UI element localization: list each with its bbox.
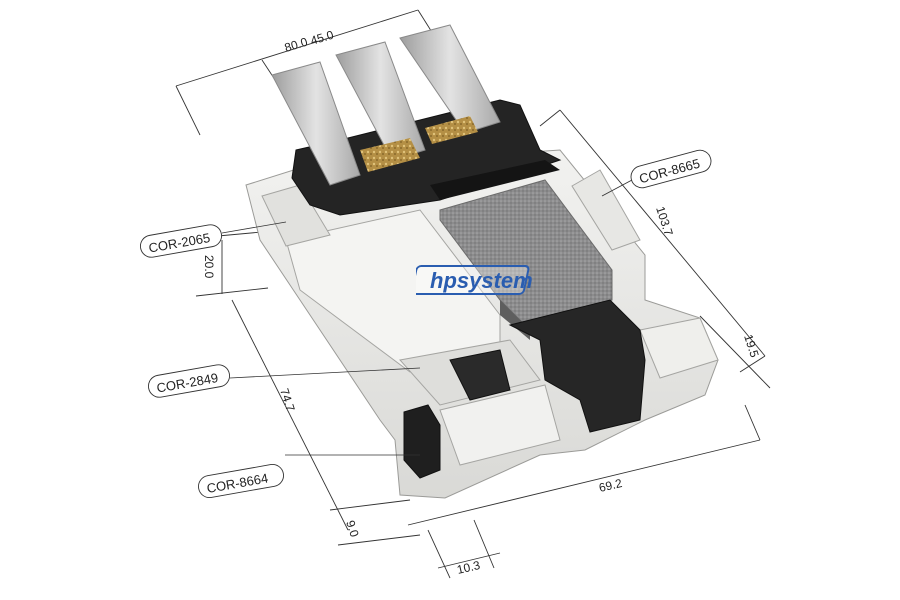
hpsystem-logo: hpsystem bbox=[416, 265, 533, 295]
glass-pane-3 bbox=[399, 24, 501, 134]
thermal-break-bottom bbox=[508, 299, 646, 433]
callout-cor-8664: COR-8664 bbox=[198, 463, 284, 499]
callout-cor-2849: COR-2849 bbox=[148, 364, 230, 398]
gasket-left bbox=[403, 404, 441, 479]
thermal-break-top bbox=[291, 99, 562, 216]
dim-45: 45.0 bbox=[309, 28, 336, 48]
foam-spacer-1 bbox=[360, 138, 420, 172]
glass-pane-2 bbox=[335, 41, 426, 161]
callout-leaders bbox=[221, 179, 633, 456]
dim-80: 80.0 bbox=[283, 35, 310, 55]
dim-103-7: 103.7 bbox=[653, 205, 676, 238]
glass-panes bbox=[271, 24, 501, 186]
foam-spacer-2 bbox=[425, 116, 478, 144]
dim-10-3: 10.3 bbox=[456, 558, 482, 577]
dim-9: 9.0 bbox=[343, 519, 362, 540]
dim-19-5: 19.5 bbox=[741, 333, 762, 360]
dim-74-7: 74.7 bbox=[277, 387, 298, 414]
window-profile bbox=[245, 24, 719, 499]
dim-69-2: 69.2 bbox=[598, 476, 624, 495]
logo-text: hpsystem bbox=[430, 268, 533, 293]
gasket-mid bbox=[449, 349, 511, 401]
callout-cor-8665: COR-8665 bbox=[630, 149, 712, 189]
callout-cor-2065: COR-2065 bbox=[140, 224, 222, 258]
dimension-lines bbox=[175, 9, 771, 579]
dim-20: 20.0 bbox=[202, 255, 216, 279]
glass-pane-1 bbox=[271, 61, 361, 186]
